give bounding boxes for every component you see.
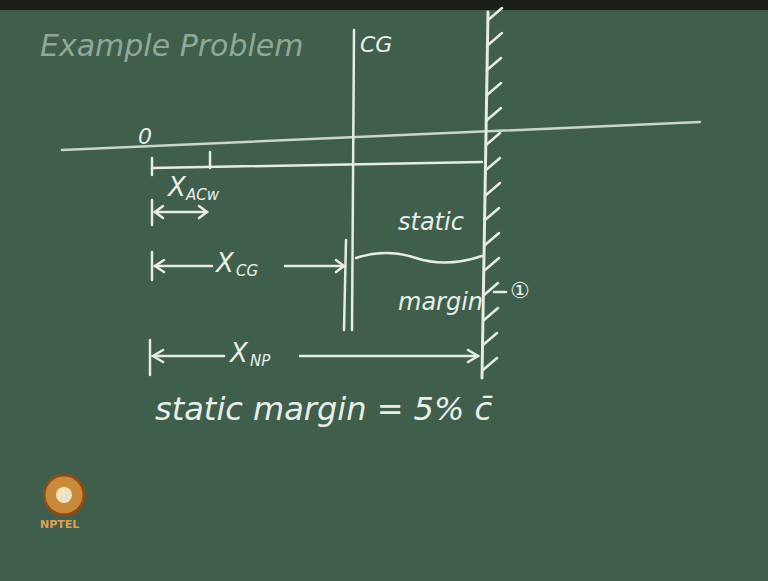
dim-line bbox=[155, 211, 207, 214]
hatching bbox=[483, 8, 502, 370]
cg-label: CG bbox=[360, 32, 392, 57]
nptel-logo bbox=[44, 475, 84, 515]
dimension-subscript: NP bbox=[250, 352, 270, 370]
origin-label: 0 bbox=[138, 124, 152, 149]
cg-line bbox=[352, 30, 354, 330]
static-margin-label: static margin bbox=[398, 182, 488, 342]
dim-tick bbox=[149, 340, 152, 375]
callout-number: ① bbox=[510, 278, 530, 303]
arrowheads bbox=[155, 206, 207, 218]
wavy-brace bbox=[356, 253, 482, 263]
dimension-symbol: X bbox=[168, 172, 186, 202]
logo-text: NPTEL bbox=[40, 518, 79, 531]
chalkboard bbox=[0, 10, 768, 581]
equation: static margin = 5% c̄ bbox=[155, 390, 492, 428]
top-line bbox=[62, 122, 700, 150]
dim-line bbox=[285, 265, 344, 268]
arrowheads bbox=[153, 350, 478, 362]
faded-heading: Example Problem bbox=[40, 28, 304, 63]
cg-short-line bbox=[344, 240, 346, 330]
ac-tick bbox=[209, 152, 212, 168]
dimension-symbol: X bbox=[230, 338, 248, 368]
dash bbox=[494, 291, 506, 294]
dimension-subscript: ACw bbox=[186, 186, 219, 204]
dim-line bbox=[155, 265, 212, 268]
dim-tick bbox=[151, 200, 154, 225]
dim-line bbox=[153, 355, 224, 358]
dim-line bbox=[300, 355, 478, 358]
origin-tick bbox=[151, 158, 154, 175]
dimension-symbol: X bbox=[216, 248, 234, 278]
dimension-subscript: CG bbox=[236, 262, 258, 280]
chord-axis bbox=[152, 162, 482, 168]
board-frame bbox=[0, 0, 768, 10]
